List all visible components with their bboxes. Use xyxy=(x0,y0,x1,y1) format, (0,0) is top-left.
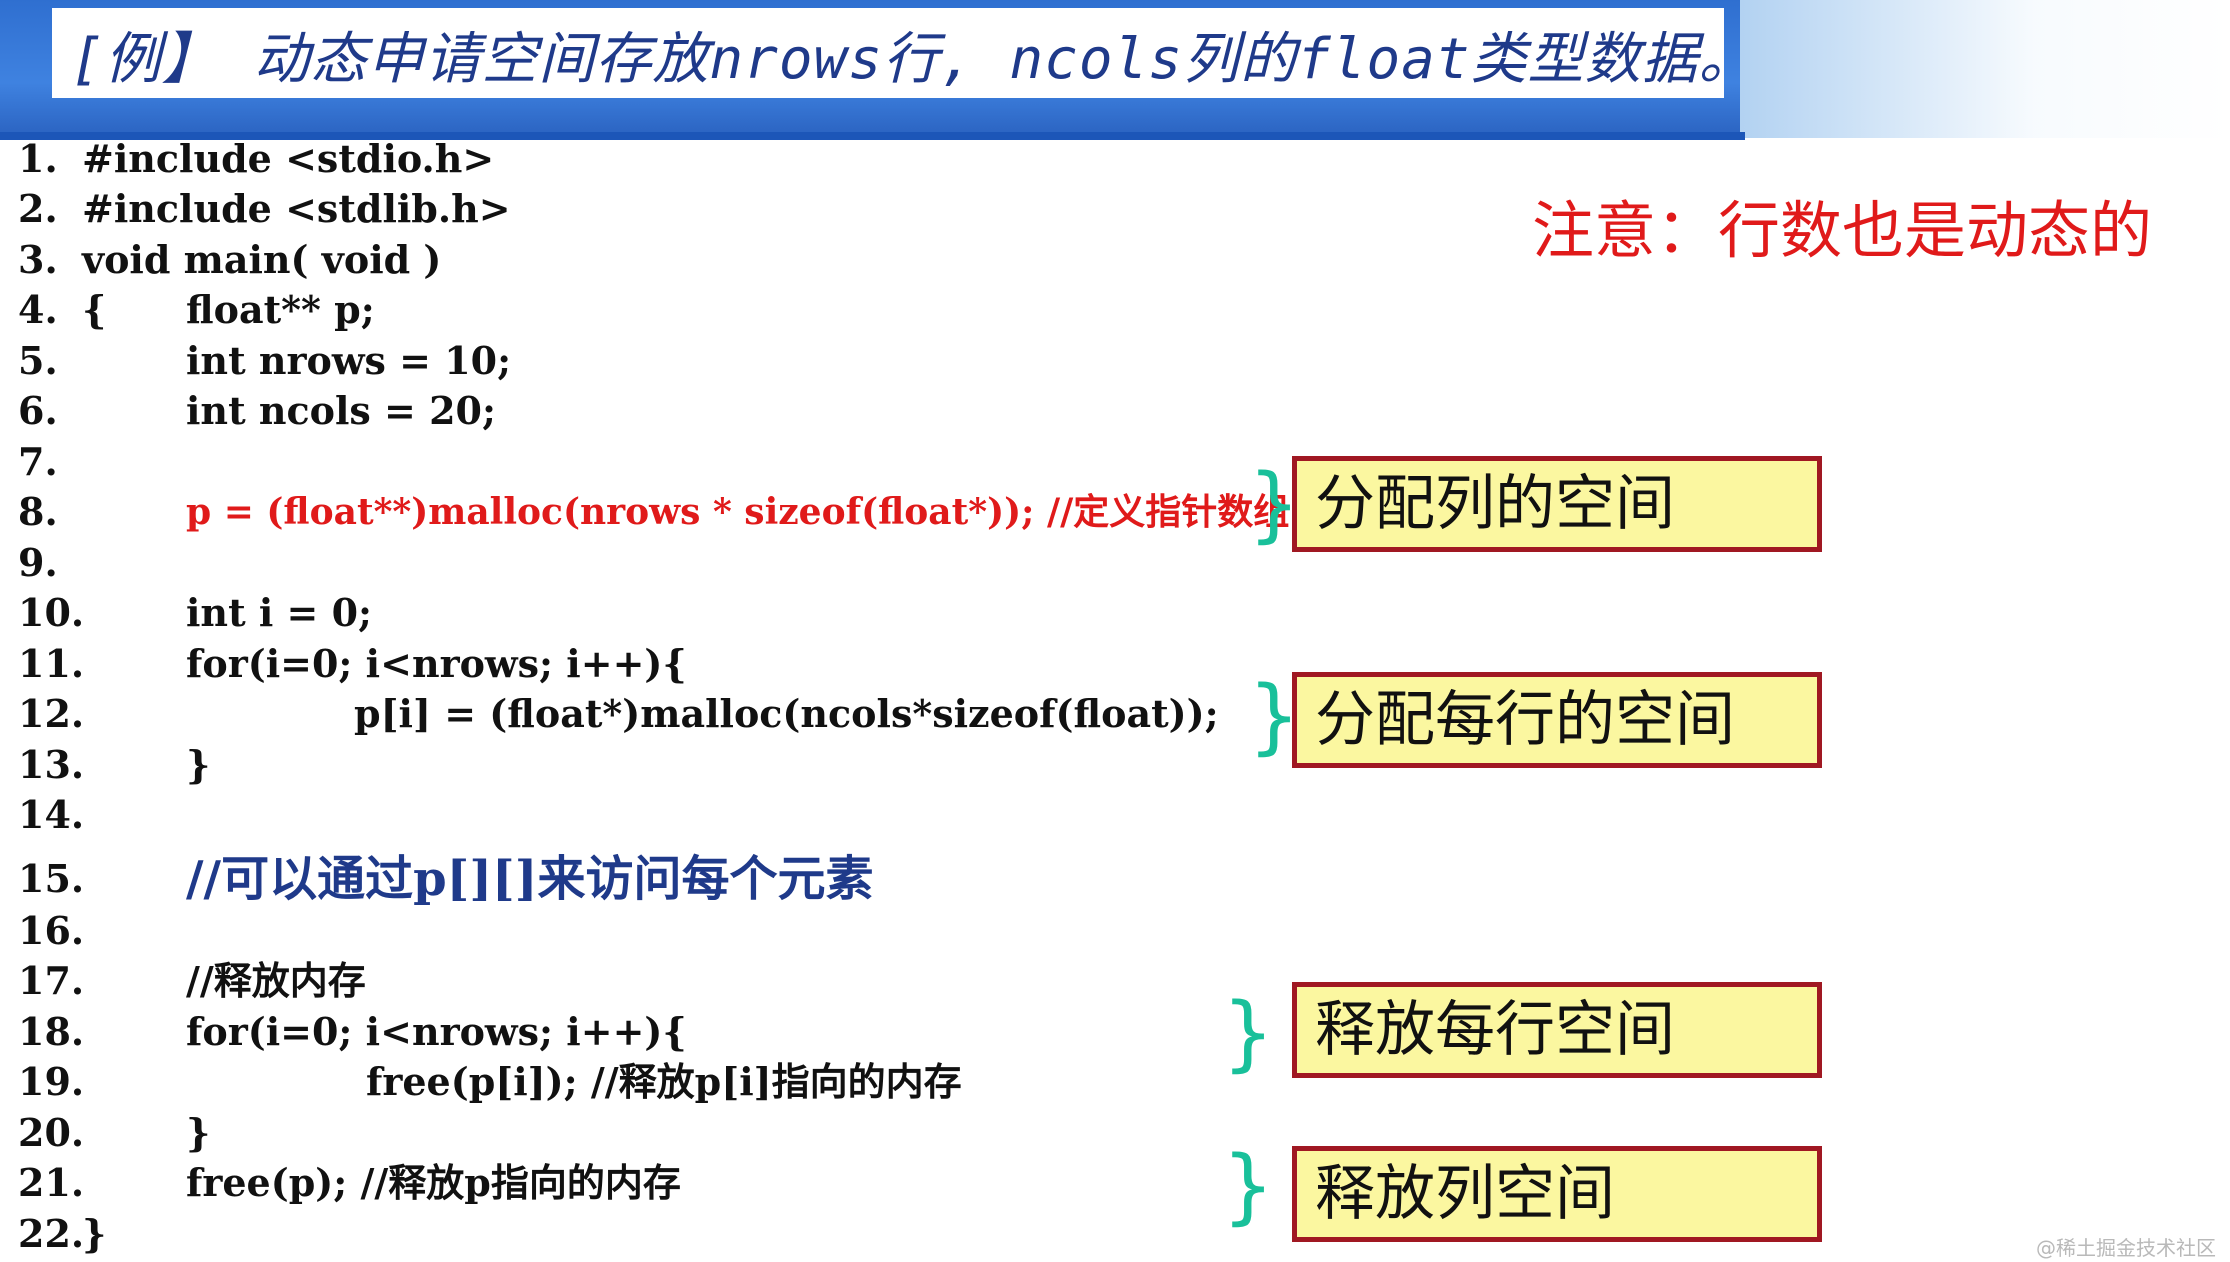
code-line: 6. int ncols = 20; xyxy=(18,386,496,436)
line-number: 20. xyxy=(18,1110,85,1155)
note-text: 注意：行数也是动态的 xyxy=(1532,194,2153,267)
line-number: 2. xyxy=(18,186,58,231)
code-text: for(i=0; i<nrows; i++){ xyxy=(186,641,687,686)
slide-title: [例】 动态申请空间存放nrows行, ncols列的float类型数据。 xyxy=(70,27,1756,92)
line-number: 8. xyxy=(18,489,58,534)
code-line: 5. int nrows = 10; xyxy=(18,336,511,386)
code-text: //释放内存 xyxy=(186,958,366,1003)
line-number: 9. xyxy=(18,540,58,585)
line-number: 7. xyxy=(18,439,58,484)
code-line: 22. } xyxy=(18,1209,106,1259)
title-panel xyxy=(52,8,1724,98)
code-line: 7. xyxy=(18,437,82,487)
code-line: 12. p[i] = (float*)malloc(ncols*sizeof(f… xyxy=(18,689,1219,739)
code-line: 2. #include <stdlib.h> xyxy=(18,184,511,234)
code-text: void main( void ) xyxy=(82,237,442,282)
line-number: 21. xyxy=(18,1160,85,1205)
line-number: 3. xyxy=(18,237,58,282)
line-number: 10. xyxy=(18,590,85,635)
title-divider xyxy=(0,132,1745,140)
code-line: 18. for(i=0; i<nrows; i++){ xyxy=(18,1007,687,1057)
code-line: 20. } xyxy=(18,1108,210,1158)
label-free-rows: 释放每行空间 xyxy=(1292,982,1822,1078)
line-number: 6. xyxy=(18,388,58,433)
line-number: 11. xyxy=(18,641,85,686)
code-text: } xyxy=(186,1110,211,1155)
code-text: int ncols = 20; xyxy=(186,388,496,433)
line-number: 13. xyxy=(18,742,85,787)
code-text: { xyxy=(82,287,107,332)
code-line: 1. #include <stdio.h> xyxy=(18,134,494,184)
line-number: 17. xyxy=(18,958,85,1003)
line-number: 18. xyxy=(18,1009,85,1054)
line-number: 19. xyxy=(18,1059,85,1104)
label-allocate-columns: 分配列的空间 xyxy=(1292,456,1822,552)
code-line: 9. xyxy=(18,538,82,588)
code-text: free(p[i]); //释放p[i]指向的内存 xyxy=(366,1059,962,1104)
brace-icon: } xyxy=(1248,669,1301,764)
code-text: #include <stdio.h> xyxy=(82,136,495,181)
line-number: 16. xyxy=(18,908,85,953)
code-line: 19. free(p[i]); //释放p[i]指向的内存 xyxy=(18,1057,962,1107)
code-line: 13. } xyxy=(18,740,210,790)
code-text: free(p); //释放p指向的内存 xyxy=(186,1160,681,1205)
code-line: 17. //释放内存 xyxy=(18,956,366,1006)
label-allocate-rows: 分配每行的空间 xyxy=(1292,672,1822,768)
line-number: 15. xyxy=(18,856,85,901)
code-text: #include <stdlib.h> xyxy=(82,186,511,231)
line-number: 22. xyxy=(18,1211,85,1256)
line-number: 1. xyxy=(18,136,58,181)
brace-icon: } xyxy=(1248,457,1301,552)
code-line: 11. for(i=0; i<nrows; i++){ xyxy=(18,639,687,689)
brace-icon: } xyxy=(1222,1139,1275,1234)
brace-icon: } xyxy=(1222,986,1275,1081)
line-number: 5. xyxy=(18,338,58,383)
code-text: for(i=0; i<nrows; i++){ xyxy=(186,1009,687,1054)
code-text: int nrows = 10; xyxy=(186,338,512,383)
code-line: 4. { float** p; xyxy=(18,285,375,335)
code-line: 3. void main( void ) xyxy=(18,235,441,285)
label-free-columns: 释放列空间 xyxy=(1292,1146,1822,1242)
code-text: } xyxy=(82,1211,107,1256)
code-text: p[i] = (float*)malloc(ncols*sizeof(float… xyxy=(354,691,1219,736)
code-comment-large: //可以通过p[][]来访问每个元素 xyxy=(186,851,874,907)
code-text-highlighted: p = (float**)malloc(nrows * sizeof(float… xyxy=(186,491,1290,533)
watermark: @稀土掘金技术社区 xyxy=(2036,1236,2216,1260)
code-line: 10. int i = 0; xyxy=(18,588,372,638)
line-number: 12. xyxy=(18,691,85,736)
code-line: 8. p = (float**)malloc(nrows * sizeof(fl… xyxy=(18,487,1289,537)
line-number: 4. xyxy=(18,287,58,332)
code-line: 21. free(p); //释放p指向的内存 xyxy=(18,1158,681,1208)
code-line: 15. //可以通过p[][]来访问每个元素 xyxy=(18,850,873,908)
title-banner-fade xyxy=(1740,0,2230,138)
line-number: 14. xyxy=(18,792,85,837)
code-text: } xyxy=(186,742,211,787)
code-line: 16. xyxy=(18,906,85,956)
code-line: 14. xyxy=(18,790,85,840)
code-text: float** p; xyxy=(186,287,375,332)
code-text: int i = 0; xyxy=(186,590,373,635)
